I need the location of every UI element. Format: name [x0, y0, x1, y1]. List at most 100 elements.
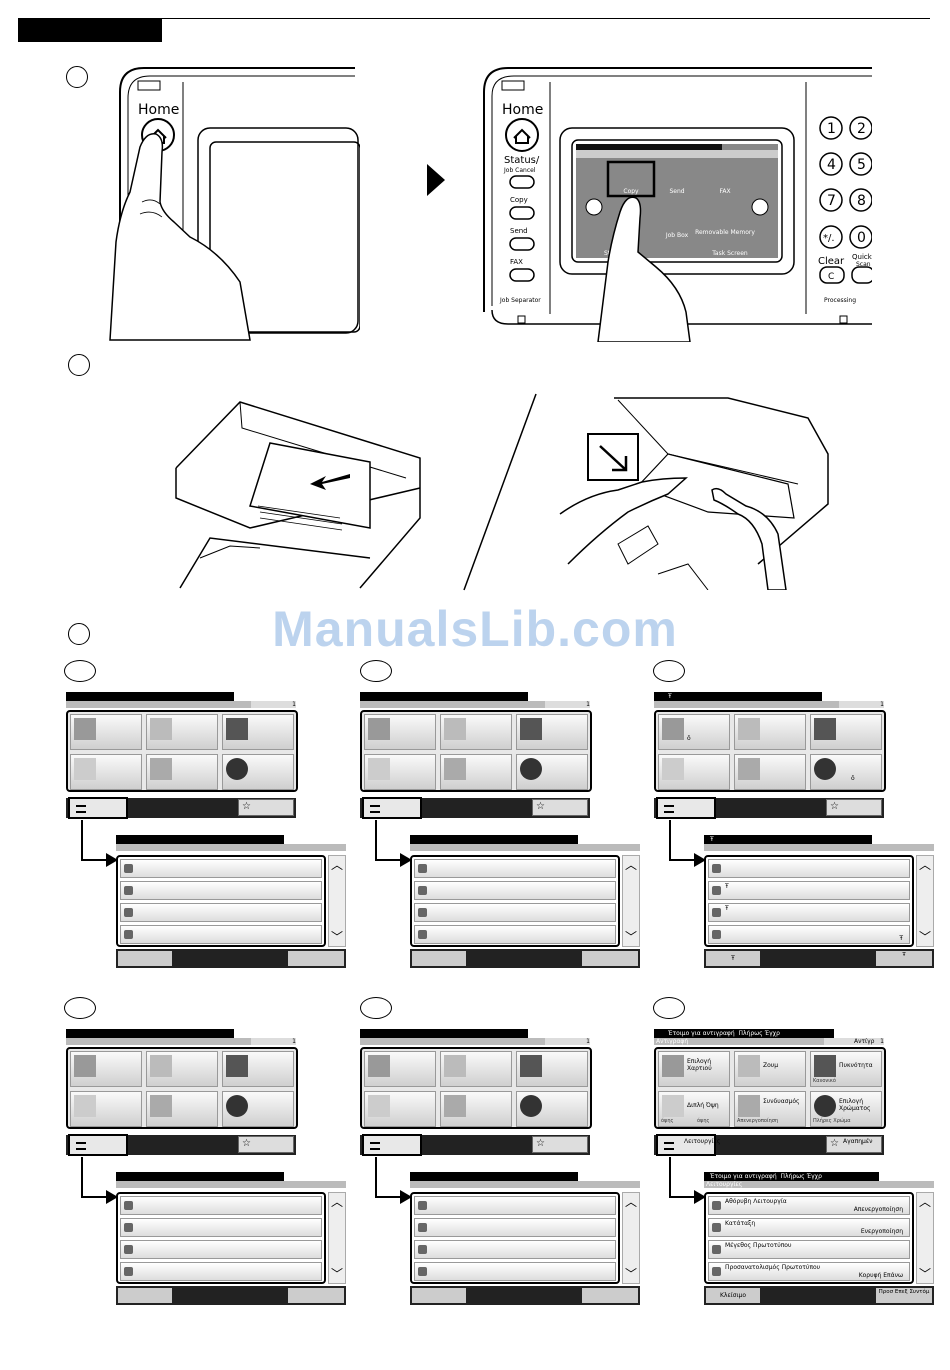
list-item-original-size[interactable]: Ŧ — [708, 903, 910, 922]
list-item-quiet-mode[interactable] — [708, 859, 910, 878]
tile-density[interactable] — [516, 714, 588, 750]
list-item-collate[interactable] — [120, 881, 322, 900]
close-button[interactable]: Ŧ — [706, 951, 760, 966]
functions-button[interactable] — [656, 797, 716, 819]
list-item-orientation[interactable] — [414, 1262, 616, 1281]
tile-paper-selection[interactable] — [70, 714, 142, 750]
list-item-orientation[interactable]: Ŧ — [708, 925, 910, 944]
list-item-collate[interactable]: Ŧ — [708, 881, 910, 900]
add-shortcut-button[interactable] — [288, 951, 344, 966]
tile-send[interactable]: Send — [669, 188, 684, 195]
close-button[interactable]: Κλείσιμο — [706, 1288, 760, 1303]
status-button[interactable] — [509, 175, 535, 189]
list-item-collate[interactable] — [414, 881, 616, 900]
list-scrollbar[interactable]: ︿﹀ — [916, 855, 934, 947]
tile-color-selection[interactable] — [516, 754, 588, 790]
close-button[interactable] — [118, 951, 172, 966]
list-scrollbar[interactable]: ︿﹀ — [622, 855, 640, 947]
list-item-collate[interactable] — [414, 1218, 616, 1237]
tile-job-box[interactable]: Job Box — [665, 232, 689, 239]
tile-density[interactable] — [222, 714, 294, 750]
add-shortcut-button[interactable] — [288, 1288, 344, 1303]
tile-paper-selection[interactable] — [364, 714, 436, 750]
prev-page-icon[interactable] — [585, 198, 603, 216]
add-shortcut-button[interactable]: Προσ Επεξ Συντόμ — [876, 1288, 932, 1303]
tile-zoom[interactable] — [440, 1051, 512, 1087]
list-item-quiet-mode[interactable] — [120, 859, 322, 878]
functions-button[interactable]: Λειτουργίες — [656, 1134, 720, 1156]
list-item-quiet-mode[interactable] — [120, 1196, 322, 1215]
tile-density[interactable] — [810, 714, 882, 750]
copy-button[interactable] — [509, 206, 535, 220]
tile-duplex[interactable] — [658, 754, 730, 790]
tile-paper-selection[interactable]: Επιλογή Χαρτιού — [658, 1051, 730, 1087]
list-scrollbar[interactable]: ︿﹀ — [328, 1192, 346, 1284]
send-button[interactable] — [509, 237, 535, 251]
favorites-button[interactable]: ☆Αγαπημέν — [826, 1136, 882, 1153]
add-shortcut-button[interactable] — [582, 1288, 638, 1303]
tile-density[interactable] — [516, 1051, 588, 1087]
home-button[interactable] — [505, 118, 539, 152]
list-item-quiet-mode[interactable] — [414, 1196, 616, 1215]
tile-fax[interactable]: FAX — [719, 188, 730, 195]
tile-color-selection[interactable] — [222, 1091, 294, 1127]
list-item-orientation[interactable] — [120, 1262, 322, 1281]
list-item-original-size[interactable] — [414, 1240, 616, 1259]
tile-density[interactable] — [222, 1051, 294, 1087]
tile-duplex[interactable] — [364, 754, 436, 790]
tile-removable-memory[interactable]: Removable Memory — [695, 229, 755, 236]
functions-button[interactable] — [362, 1134, 422, 1156]
tile-zoom[interactable] — [734, 714, 806, 750]
list-item-orientation[interactable] — [414, 925, 616, 944]
tile-color-selection[interactable] — [222, 754, 294, 790]
tile-combine[interactable] — [440, 754, 512, 790]
tile-duplex[interactable] — [364, 1091, 436, 1127]
tile-duplex[interactable] — [70, 1091, 142, 1127]
tile-paper-selection[interactable] — [364, 1051, 436, 1087]
close-button[interactable] — [412, 1288, 466, 1303]
tile-copy[interactable]: Copy — [623, 188, 639, 195]
favorites-button[interactable]: ☆ — [532, 1136, 588, 1153]
list-item-quiet-mode[interactable] — [414, 859, 616, 878]
tile-duplex[interactable] — [70, 754, 142, 790]
tile-combine[interactable] — [734, 754, 806, 790]
tile-zoom[interactable] — [146, 1051, 218, 1087]
favorites-button[interactable]: ☆ — [238, 1136, 294, 1153]
favorites-button[interactable]: ☆ — [826, 799, 882, 816]
tile-zoom[interactable] — [440, 714, 512, 750]
functions-button[interactable] — [68, 1134, 128, 1156]
list-scrollbar[interactable]: ︿﹀ — [916, 1192, 934, 1284]
add-shortcut-button[interactable]: Ŧ — [876, 951, 932, 966]
next-page-icon[interactable] — [751, 198, 769, 216]
tile-color-selection[interactable] — [516, 1091, 588, 1127]
tile-combine[interactable] — [146, 1091, 218, 1127]
tile-combine[interactable] — [440, 1091, 512, 1127]
list-item-orientation[interactable] — [120, 925, 322, 944]
list-item-original-size[interactable] — [120, 903, 322, 922]
tile-paper-selection[interactable]: ŏ — [658, 714, 730, 750]
list-item-original-size[interactable]: Μέγεθος Πρωτοτύπου — [708, 1240, 910, 1259]
list-scrollbar[interactable]: ︿﹀ — [328, 855, 346, 947]
tile-paper-selection[interactable] — [70, 1051, 142, 1087]
tile-zoom[interactable]: Ζουμ — [734, 1051, 806, 1087]
tile-combine[interactable] — [146, 754, 218, 790]
favorites-button[interactable]: ☆ — [532, 799, 588, 816]
favorites-button[interactable]: ☆ — [238, 799, 294, 816]
clear-button[interactable] — [819, 266, 845, 284]
list-item-original-size[interactable] — [120, 1240, 322, 1259]
tile-color-selection[interactable]: ŏ — [810, 754, 882, 790]
functions-button[interactable] — [68, 797, 128, 819]
list-item-original-size[interactable] — [414, 903, 616, 922]
functions-button[interactable] — [362, 797, 422, 819]
tile-zoom[interactable] — [146, 714, 218, 750]
close-button[interactable] — [118, 1288, 172, 1303]
add-shortcut-button[interactable] — [582, 951, 638, 966]
list-scrollbar[interactable]: ︿﹀ — [622, 1192, 640, 1284]
